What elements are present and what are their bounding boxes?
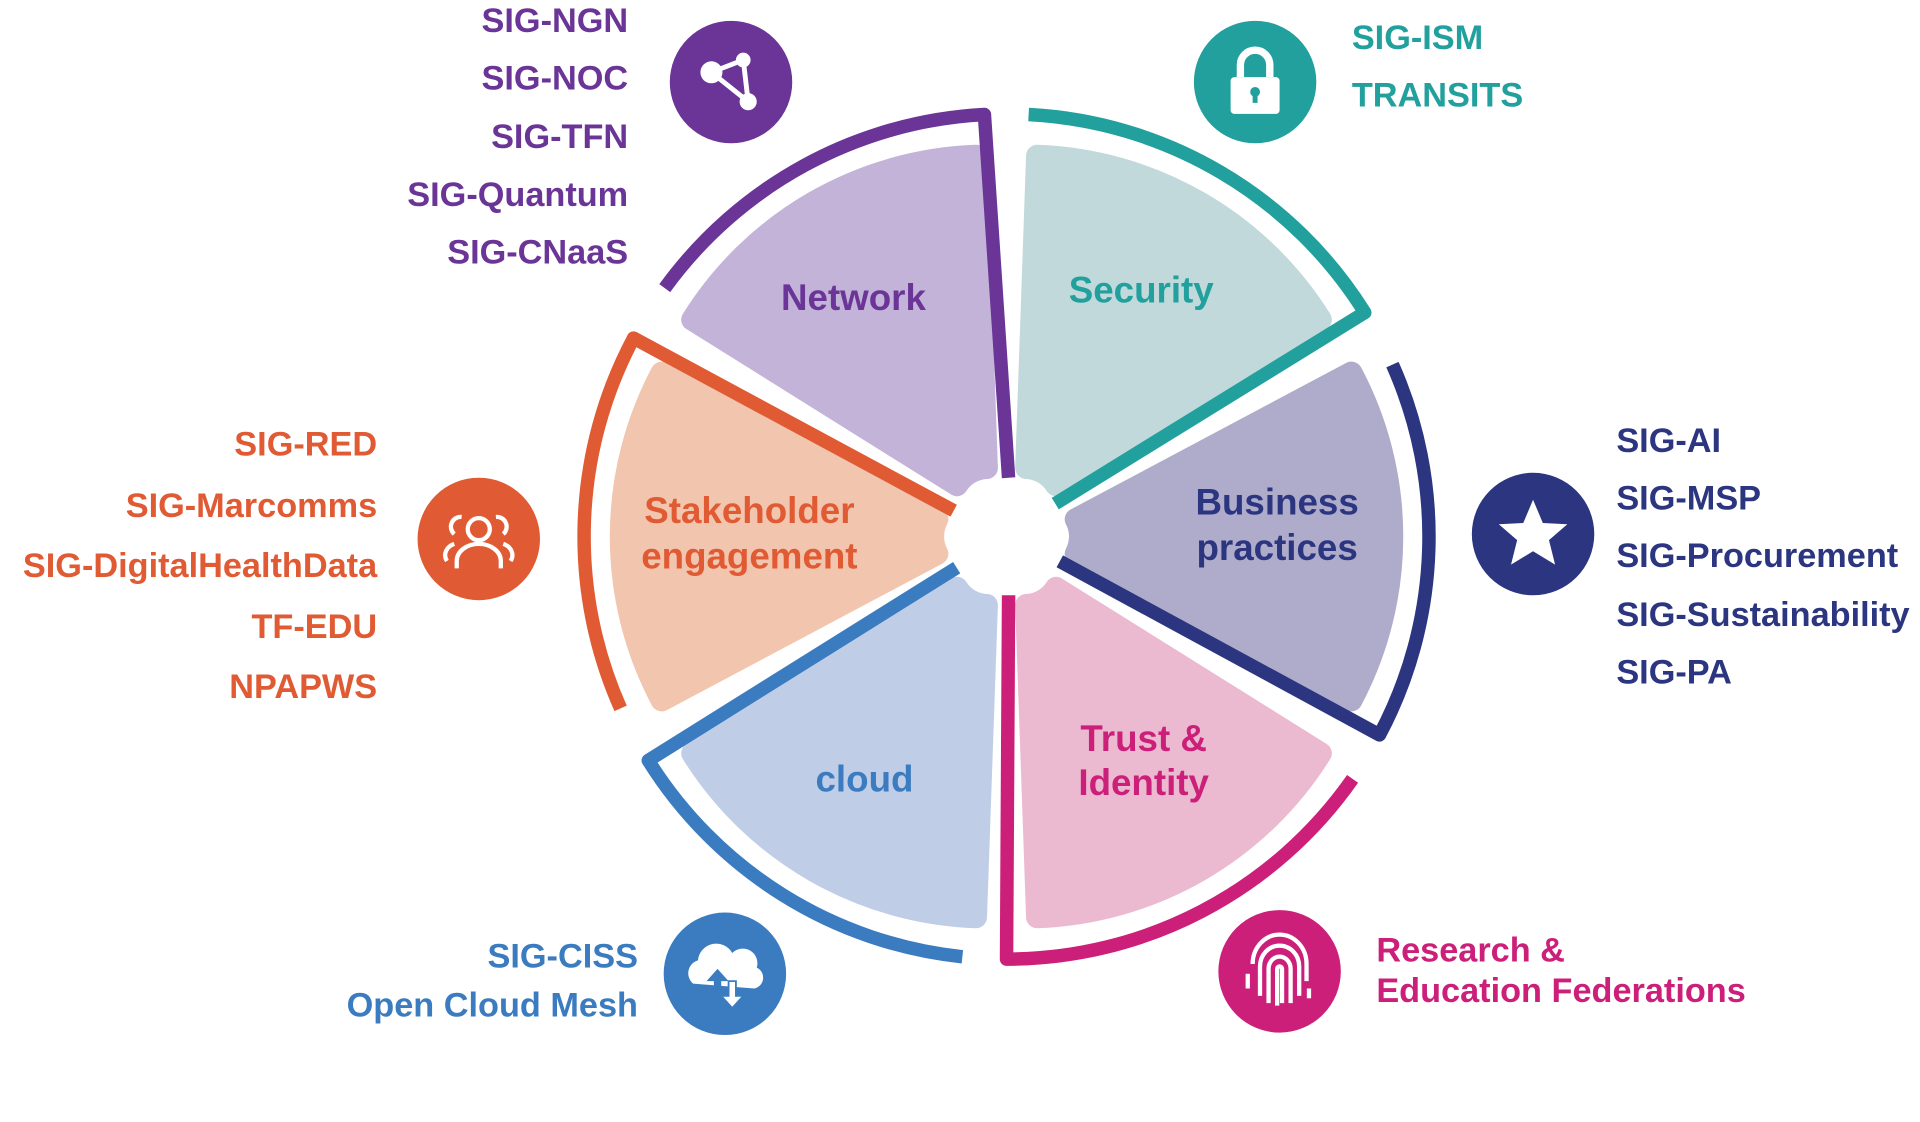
wedge-network — [681, 144, 998, 497]
outline-arc-stakeholder — [577, 331, 957, 712]
wedge-label-business: Business — [1195, 481, 1358, 522]
star-icon-glyph — [1498, 499, 1568, 565]
group-label-network[interactable]: SIG-Quantum — [407, 176, 628, 214]
icon-circle-trust — [1218, 910, 1341, 1033]
group-label-stakeholder[interactable]: SIG-DigitalHealthData — [23, 547, 378, 585]
group-label-business[interactable]: SIG-Sustainability — [1616, 596, 1909, 634]
star-icon — [1471, 472, 1595, 596]
wedge-label-stakeholder: Stakeholder — [644, 490, 854, 531]
cloud-upload-download-icon-glyph — [688, 943, 764, 1010]
network-nodes-icon-glyph — [700, 52, 757, 111]
group-label-security[interactable]: TRANSITS — [1352, 77, 1523, 115]
outline-arc-cloud — [641, 561, 964, 964]
wedge-label-business: practices — [1196, 527, 1357, 568]
wedge-cloud — [681, 576, 998, 929]
wedge-label-trust: Trust & — [1080, 718, 1207, 759]
wedge-security — [1015, 144, 1332, 497]
group-label-business[interactable]: SIG-AI — [1616, 422, 1721, 460]
wedge-trust — [1015, 576, 1332, 929]
group-label-stakeholder[interactable]: NPAPWS — [229, 668, 377, 706]
wedge-business — [1064, 361, 1404, 712]
cloud-upload-download-icon — [663, 912, 787, 1036]
wedge-label-network: Network — [781, 277, 926, 318]
wedge-stakeholder — [609, 361, 949, 712]
group-label-trust[interactable]: Education Federations — [1376, 972, 1745, 1010]
padlock-icon — [1193, 20, 1317, 144]
outline-arc-trust — [999, 595, 1359, 966]
outline-arc-business — [1056, 361, 1436, 742]
icon-circle-network — [669, 20, 793, 144]
group-label-cloud[interactable]: Open Cloud Mesh — [347, 987, 638, 1025]
group-label-cloud[interactable]: SIG-CISS — [487, 938, 637, 976]
group-label-business[interactable]: SIG-MSP — [1616, 480, 1761, 518]
fingerprint-icon-glyph — [1245, 932, 1312, 1006]
group-label-business[interactable]: SIG-Procurement — [1616, 537, 1898, 575]
group-label-stakeholder[interactable]: SIG-RED — [234, 426, 377, 464]
outline-arc-security — [1028, 107, 1372, 510]
group-label-network[interactable]: SIG-NOC — [482, 59, 629, 97]
group-label-network[interactable]: SIG-NGN — [482, 2, 629, 40]
group-label-stakeholder[interactable]: TF-EDU — [251, 608, 377, 646]
people-group-icon — [417, 477, 540, 601]
group-label-network[interactable]: SIG-CNaaS — [447, 233, 628, 271]
group-label-stakeholder[interactable]: SIG-Marcomms — [126, 487, 377, 525]
outline-arc-network — [659, 107, 1016, 479]
group-label-trust[interactable]: Research & — [1376, 932, 1565, 970]
people-group-icon-glyph — [443, 514, 515, 569]
group-label-network[interactable]: SIG-TFN — [491, 118, 628, 156]
network-nodes-icon — [669, 20, 793, 144]
group-label-security[interactable]: SIG-ISM — [1352, 19, 1483, 57]
wedge-label-trust: Identity — [1078, 762, 1209, 803]
wedge-label-cloud: cloud — [816, 758, 914, 799]
padlock-icon-glyph — [1230, 46, 1280, 114]
fingerprint-icon — [1218, 910, 1341, 1033]
wedge-label-security: Security — [1069, 270, 1215, 311]
group-label-business[interactable]: SIG-PA — [1616, 653, 1732, 691]
wedge-label-stakeholder: engagement — [641, 535, 857, 576]
